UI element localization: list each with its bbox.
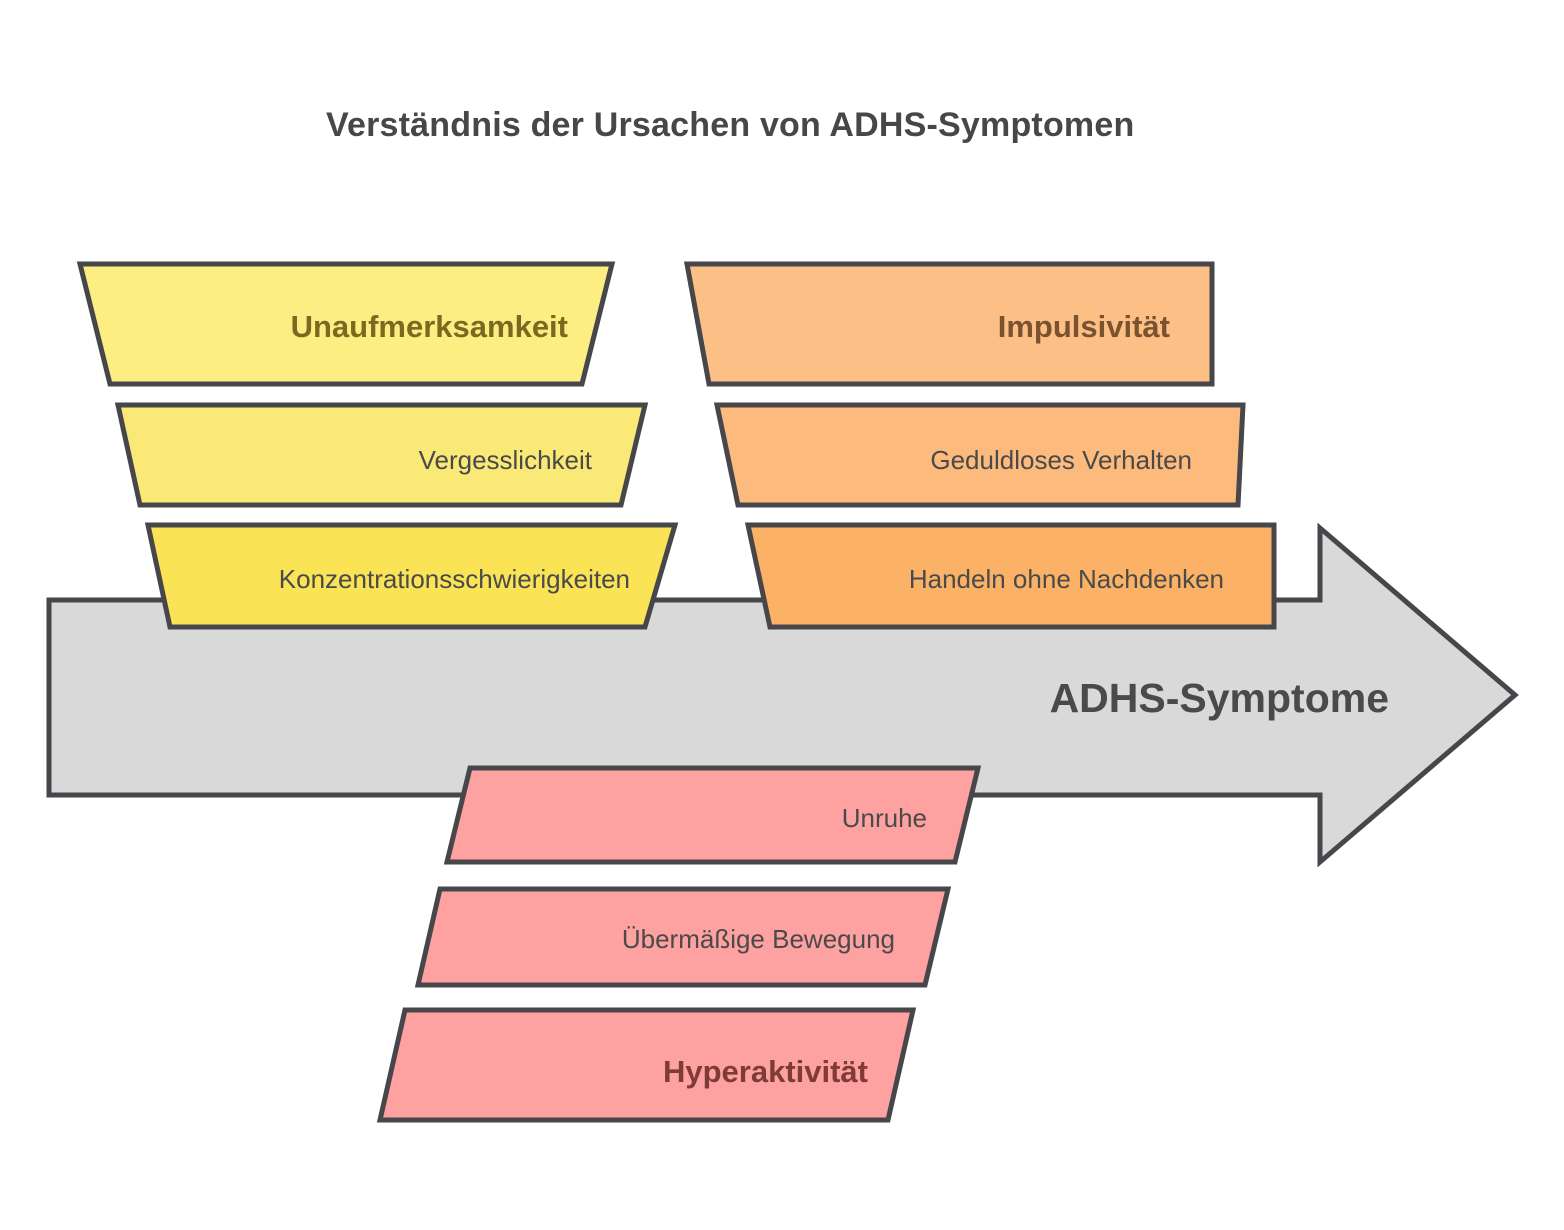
node-konzentrationsschwierigkeiten-shape[interactable] — [144, 522, 679, 630]
group-hyperactivity: Unruhe Übermäßige Bewegung Hyperaktivitä… — [376, 765, 982, 1123]
node-handeln-ohne-nachdenken-label: Handeln ohne Nachdenken — [909, 564, 1224, 594]
node-uebermaessige-bewegung-label: Übermäßige Bewegung — [622, 924, 895, 954]
node-unruhe-label: Unruhe — [842, 803, 927, 833]
page-title: Verständnis der Ursachen von ADHS-Sympto… — [326, 106, 1134, 144]
group-inattention: Unaufmerksamkeit Vergesslichkeit Konzent… — [76, 261, 679, 630]
node-konzentrationsschwierigkeiten-label: Konzentrationsschwierigkeiten — [279, 564, 630, 594]
node-hyperaktivitaet-label: Hyperaktivität — [663, 1054, 868, 1089]
node-geduldloses-verhalten-label: Geduldloses Verhalten — [930, 445, 1192, 475]
node-vergesslichkeit-label: Vergesslichkeit — [419, 445, 593, 475]
node-uebermaessige-bewegung-shape[interactable] — [414, 886, 952, 988]
node-hyperaktivitaet-shape[interactable] — [376, 1007, 917, 1123]
group-impulsivity: Impulsivität Geduldloses Verhalten Hande… — [684, 261, 1277, 630]
node-impulsivitaet-shape[interactable] — [684, 261, 1215, 387]
node-geduldloses-verhalten-shape[interactable] — [713, 402, 1246, 508]
node-unruhe-shape[interactable] — [443, 765, 982, 865]
node-vergesslichkeit-shape[interactable] — [114, 402, 649, 508]
node-unaufmerksamkeit-label: Unaufmerksamkeit — [291, 309, 568, 344]
arrow-label: ADHS-Symptome — [1050, 675, 1389, 721]
node-unaufmerksamkeit-shape[interactable] — [76, 261, 616, 387]
node-handeln-ohne-nachdenken-shape[interactable] — [744, 522, 1277, 630]
node-impulsivitaet-label: Impulsivität — [998, 309, 1170, 344]
